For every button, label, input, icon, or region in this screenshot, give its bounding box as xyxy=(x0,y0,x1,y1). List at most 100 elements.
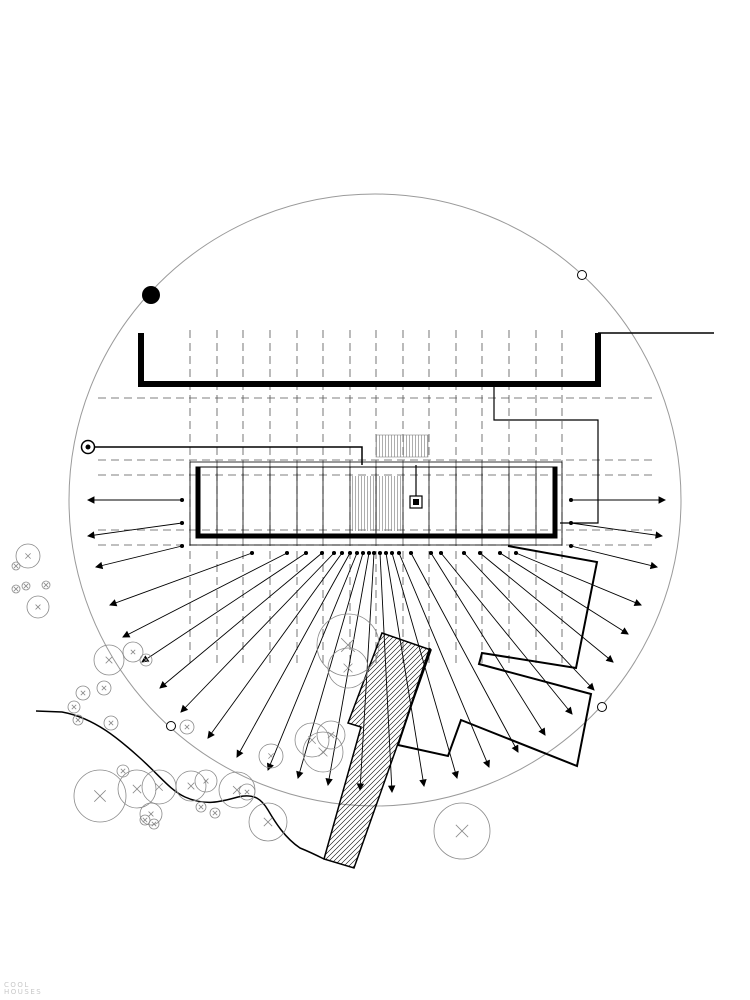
ray-arrowhead xyxy=(86,496,95,504)
ray-arrowhead xyxy=(605,655,614,663)
ray-origin-dot xyxy=(568,497,574,503)
ray-arrowhead xyxy=(633,599,642,606)
tree-symbol-icon xyxy=(96,680,112,696)
ray-arrowhead xyxy=(109,599,118,607)
tree-symbol-icon xyxy=(116,764,130,778)
tree-symbol-icon xyxy=(26,595,50,619)
ray-origin-dot xyxy=(371,550,377,556)
tree-symbol-icon xyxy=(73,769,127,823)
ray-origin-dot xyxy=(428,550,434,556)
sun-ray xyxy=(570,545,658,568)
sun-ray xyxy=(95,545,183,568)
ray-arrowhead xyxy=(419,779,427,787)
entrance-path xyxy=(323,632,432,869)
tree-symbol-icon xyxy=(139,814,151,826)
tree-symbol-icon xyxy=(15,543,41,569)
ray-origin-dot xyxy=(331,550,337,556)
ray-arrowhead xyxy=(483,759,490,768)
ray-arrowhead xyxy=(159,681,168,689)
sun-ray xyxy=(463,552,595,691)
ray-origin-dot xyxy=(249,550,255,556)
tree-symbol-icon xyxy=(302,731,344,773)
sun-ray xyxy=(515,552,642,606)
sun-ray xyxy=(570,522,663,537)
ray-arrowhead xyxy=(649,561,658,570)
ray-arrowhead xyxy=(565,706,573,715)
tree-symbol-icon xyxy=(41,580,51,590)
sun-ray xyxy=(159,552,323,689)
watermark-line2: HOUSES xyxy=(4,988,43,996)
tree-symbol-icon xyxy=(179,719,195,735)
tree-symbol-icon xyxy=(327,647,369,689)
ray-origin-dot xyxy=(366,550,372,556)
north-wall xyxy=(138,333,601,387)
ray-arrowhead xyxy=(387,785,396,794)
sun-ray xyxy=(410,552,519,753)
ray-origin-dot xyxy=(377,550,383,556)
sun-ray xyxy=(499,552,629,635)
sun-ray xyxy=(479,552,614,663)
north-point-icon xyxy=(577,270,587,280)
watermark-line1: COOL xyxy=(4,981,30,989)
ray-arrowhead xyxy=(655,531,663,539)
tree-symbol-icon xyxy=(139,653,153,667)
ray-origin-dot xyxy=(339,550,345,556)
ray-origin-dot xyxy=(179,520,185,526)
ray-arrowhead xyxy=(296,770,304,779)
sun-ray xyxy=(141,552,307,663)
target-line xyxy=(92,446,363,465)
ray-origin-dot xyxy=(477,550,483,556)
tree-symbol-icon xyxy=(248,802,288,842)
ray-arrowhead xyxy=(325,777,333,786)
trees xyxy=(11,543,491,860)
tree-symbol-icon xyxy=(238,783,256,801)
tree-symbol-icon xyxy=(122,641,144,663)
tree-symbol-icon xyxy=(148,818,160,830)
rooflight xyxy=(375,434,429,458)
ray-arrowhead xyxy=(586,682,595,691)
service-line xyxy=(493,384,599,524)
tree-symbol-icon xyxy=(11,561,21,571)
ray-arrowhead xyxy=(658,496,667,504)
tree-symbol-icon xyxy=(117,769,157,809)
tree-symbol-icon xyxy=(218,771,256,809)
watermark-logo: COOL HOUSES xyxy=(4,982,42,996)
house-volume xyxy=(189,461,563,546)
ray-arrowhead xyxy=(95,561,104,570)
ray-arrowhead xyxy=(180,704,189,713)
sun-ray xyxy=(87,522,183,537)
ray-origin-dot xyxy=(461,550,467,556)
tree-symbol-icon xyxy=(21,581,31,591)
ray-arrowhead xyxy=(451,770,459,779)
sun-ray xyxy=(207,552,343,739)
terrain-line xyxy=(35,710,325,860)
courtyard-hatch xyxy=(350,476,402,531)
ray-arrowhead xyxy=(236,749,244,758)
ray-origin-dot xyxy=(179,497,185,503)
sun-ray xyxy=(430,552,546,736)
tree-symbol-icon xyxy=(67,700,81,714)
ray-arrowhead xyxy=(620,627,629,635)
tree-symbol-icon xyxy=(103,715,119,731)
tree-symbol-icon xyxy=(11,584,21,594)
tree-symbol-icon xyxy=(75,685,91,701)
ray-origin-dot xyxy=(179,543,185,549)
sun-ray xyxy=(109,552,253,606)
sun-ray xyxy=(236,552,351,758)
ray-origin-dot xyxy=(568,520,574,526)
ray-arrowhead xyxy=(266,762,274,771)
ray-arrowhead xyxy=(122,630,131,638)
ray-origin-dot xyxy=(513,550,519,556)
ray-arrowhead xyxy=(538,727,546,736)
tree-symbol-icon xyxy=(139,802,163,826)
ray-arrowhead xyxy=(87,531,95,539)
tree-symbol-icon xyxy=(433,802,491,860)
ray-origin-dot xyxy=(360,550,366,556)
tree-symbol-icon xyxy=(294,722,330,758)
ray-origin-dot xyxy=(319,550,325,556)
ray-arrowhead xyxy=(511,744,519,753)
tree-symbol-icon xyxy=(209,807,221,819)
tree-symbol-icon xyxy=(93,644,125,676)
ray-origin-dot xyxy=(383,550,389,556)
